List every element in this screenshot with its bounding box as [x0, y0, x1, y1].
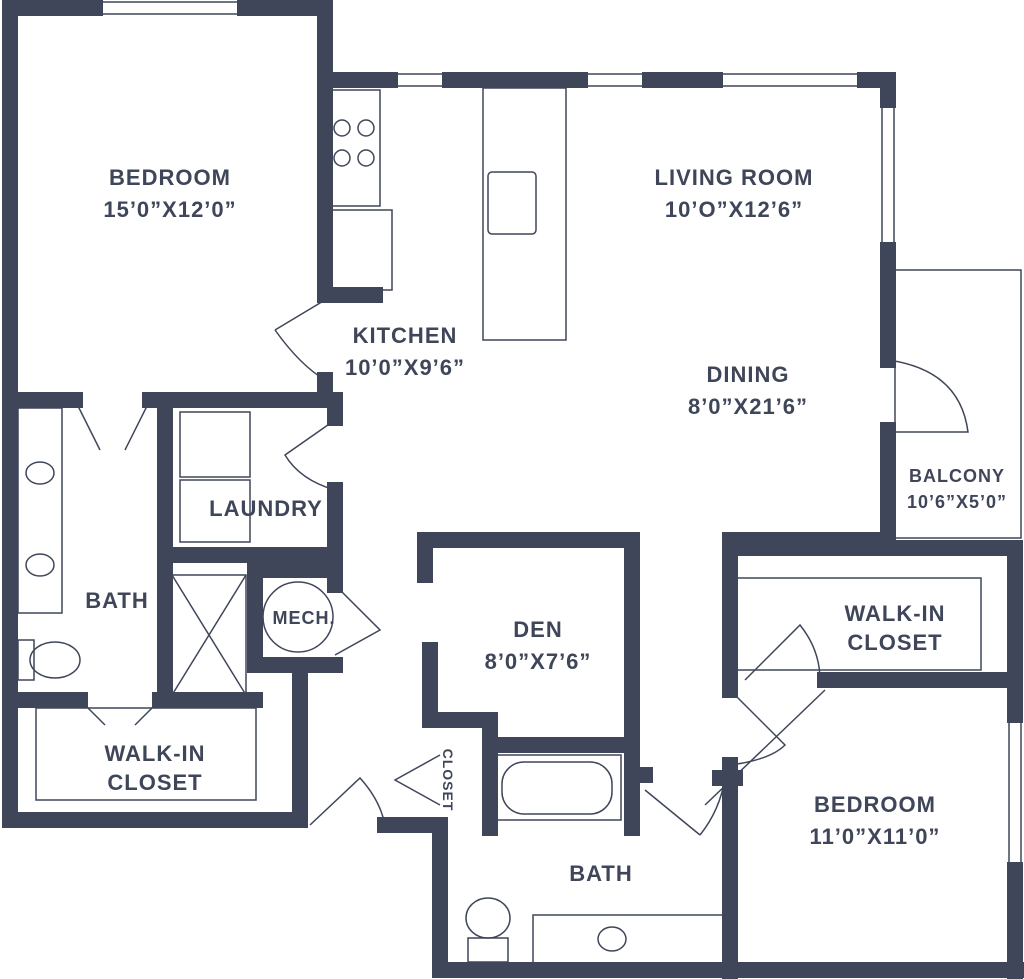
living-name: LIVING ROOM	[655, 165, 814, 190]
dining-name: DINING	[707, 362, 790, 387]
fixtures	[17, 87, 982, 964]
room-labels: BEDROOM 15’0”X12’0” LIVING ROOM 10’O”X12…	[85, 165, 1007, 886]
walkin2-line1: WALK-IN	[844, 601, 945, 626]
walkin1-line1: WALK-IN	[104, 741, 205, 766]
bath1-name: BATH	[85, 588, 148, 613]
bedroom1-size: 15’0”X12’0”	[103, 197, 236, 222]
closet-name: CLOSET	[440, 749, 456, 812]
balcony-outline	[894, 269, 1022, 539]
den-size: 8’0”X7’6”	[485, 649, 592, 674]
mech-name: MECH.	[273, 608, 336, 628]
living-size: 10’O”X12’6”	[665, 197, 803, 222]
bath2-name: BATH	[569, 861, 632, 886]
walkin1-line2: CLOSET	[107, 770, 202, 795]
balcony-size: 10’6”X5’0”	[907, 492, 1007, 512]
bedroom2-name: BEDROOM	[814, 792, 936, 817]
kitchen-size: 10’0”X9’6”	[345, 355, 465, 380]
bedroom2-size: 11’0”X11’0”	[810, 824, 941, 849]
walkin2-line2: CLOSET	[847, 630, 942, 655]
kitchen-name: KITCHEN	[353, 323, 458, 348]
dining-size: 8’0”X21’6”	[688, 394, 808, 419]
balcony-name: BALCONY	[909, 466, 1005, 486]
doors	[74, 299, 969, 836]
laundry-name: LAUNDRY	[209, 496, 323, 521]
bedroom1-name: BEDROOM	[109, 165, 231, 190]
den-name: DEN	[513, 617, 562, 642]
